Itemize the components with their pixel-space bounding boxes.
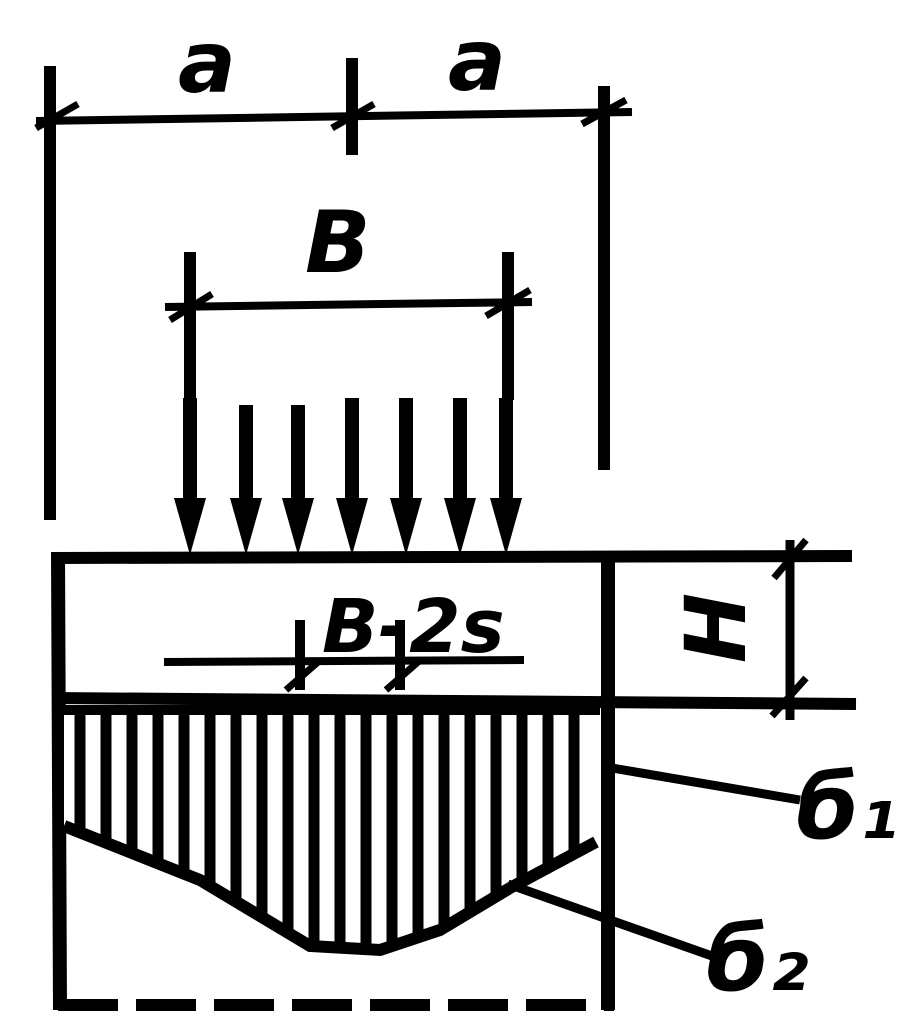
slab <box>51 550 857 710</box>
label-a-left: a <box>178 13 236 113</box>
label-b-minus-2s: B-2s <box>322 584 505 670</box>
distributed-load-arrows <box>183 398 513 510</box>
load-arrow-head <box>390 498 422 555</box>
load-arrow-head <box>490 498 522 555</box>
foundation-left-wall <box>51 551 67 1011</box>
dimension-tick <box>484 286 532 320</box>
label-h: H <box>667 593 765 663</box>
slab-top-edge <box>51 550 853 564</box>
slab-bottom-edge <box>51 692 857 710</box>
stress-hatching <box>74 712 580 950</box>
foundation-outline <box>51 551 615 1011</box>
leader-sigma-1 <box>611 763 801 805</box>
dimension-line-a <box>35 108 633 125</box>
dimension-tick <box>283 659 321 693</box>
dimension-tick <box>383 659 421 693</box>
dimension-tick <box>769 675 809 719</box>
load-arrow-head <box>444 498 476 555</box>
label-sigma-1: б₁ <box>796 755 898 860</box>
label-a-right: a <box>448 11 506 111</box>
dimension-tick <box>330 100 376 132</box>
dimension-h <box>769 537 809 720</box>
label-sigma-2: б₂ <box>706 907 808 1012</box>
dimension-tick <box>34 100 80 132</box>
dimension-b-minus-2s <box>163 620 525 693</box>
stress-diagram <box>61 705 600 957</box>
dimension-tick <box>771 537 809 581</box>
stress-area <box>64 712 596 950</box>
load-arrow-head <box>282 498 314 555</box>
load-arrow-heads <box>174 498 522 555</box>
dimension-tick <box>580 96 628 128</box>
load-arrow-head <box>174 498 206 555</box>
leader-sigma-2 <box>506 879 714 961</box>
dimension-a-a <box>34 58 633 520</box>
label-b: B <box>305 193 371 293</box>
dimension-line-b <box>164 298 533 311</box>
dimension-b <box>164 252 533 400</box>
load-arrow-head <box>230 498 262 555</box>
dimension-line-b-2s <box>163 656 525 666</box>
load-arrow-head <box>336 498 368 555</box>
dimension-tick <box>168 291 214 323</box>
